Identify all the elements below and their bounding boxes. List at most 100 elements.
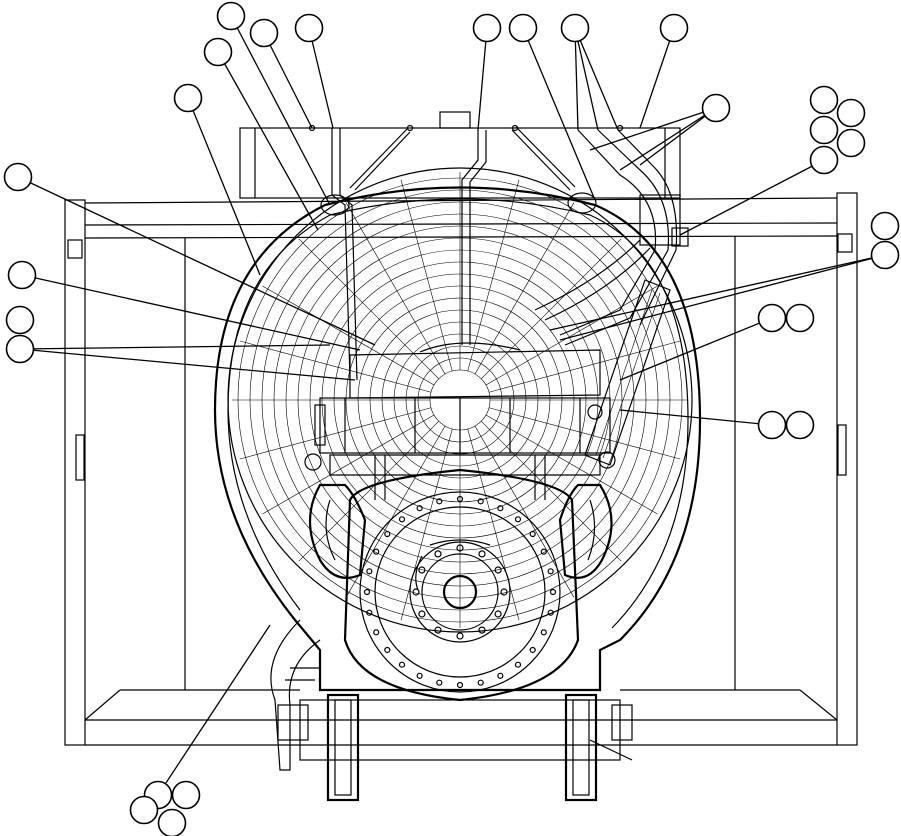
flywheel-bolt — [412, 588, 420, 596]
housing-bolt — [540, 629, 547, 636]
callout-balloon — [870, 240, 900, 270]
callout-balloon — [216, 1, 246, 31]
flywheel-bolt — [434, 626, 442, 634]
callout-balloon — [757, 410, 787, 440]
exhaust-manifold-right — [558, 483, 613, 579]
callout-leader-line — [574, 27, 619, 131]
housing-bolt — [547, 568, 554, 575]
callout-balloon — [157, 808, 187, 836]
callout-balloon — [472, 13, 502, 43]
housing-bolt — [398, 516, 406, 523]
callout-leader-line — [619, 409, 773, 426]
callout-leader-line — [477, 27, 488, 131]
callout-balloons — [3, 1, 900, 836]
callout-balloon — [785, 303, 815, 333]
callout-balloon — [294, 13, 324, 43]
guard-spoke — [298, 238, 439, 379]
callout-leader-line — [230, 15, 331, 206]
guard-spoke — [467, 428, 520, 621]
guard-spoke — [485, 414, 658, 515]
guard-spoke — [481, 421, 622, 562]
guard-spoke — [474, 202, 575, 375]
guard-spoke — [488, 407, 681, 460]
guard-spoke — [400, 179, 453, 372]
guard-spoke — [488, 340, 681, 393]
callout-leader-line — [549, 254, 886, 331]
guard-spoke — [481, 238, 622, 379]
callout-balloon — [836, 128, 866, 158]
callout-leader-line — [308, 27, 334, 129]
guard-spoke — [400, 428, 453, 621]
flywheel-bolt — [418, 610, 426, 618]
callout-leader-line — [589, 107, 717, 151]
callout-leader-line — [157, 624, 271, 796]
callout-balloon — [785, 410, 815, 440]
flywheel-housing — [343, 468, 580, 702]
callout-leader-line — [559, 254, 886, 341]
callout-leader-line — [17, 176, 376, 346]
callout-leader-line — [263, 32, 313, 129]
housing-bolt — [416, 672, 423, 679]
callout-balloon — [836, 98, 866, 128]
guard-spoke — [239, 407, 432, 460]
flywheel-bolt — [494, 610, 502, 618]
callout-balloon — [870, 211, 900, 241]
callout-balloon — [5, 305, 35, 335]
callout-leader-line — [619, 107, 717, 171]
housing-bolt — [540, 548, 547, 555]
fan-guard — [227, 167, 693, 633]
callout-leader-line — [639, 27, 675, 129]
housing-bolt — [547, 609, 554, 616]
housing-bolt — [477, 679, 484, 686]
housing-bolt — [514, 516, 522, 523]
guard-spoke — [467, 179, 520, 372]
callout-leader-line — [679, 159, 825, 236]
housing-bolt — [436, 498, 443, 505]
callout-leader-line — [574, 27, 599, 131]
flywheel-bolt — [418, 566, 426, 574]
callout-balloon — [659, 13, 689, 43]
lower-assembly — [277, 667, 633, 802]
housing-bolt — [549, 588, 557, 596]
flywheel-bolt — [494, 566, 502, 574]
housing-bolt — [363, 588, 371, 596]
callout-leader-line — [187, 97, 261, 276]
housing-bolt — [416, 505, 423, 512]
callout-balloon — [173, 83, 203, 113]
callout-balloon — [508, 13, 538, 43]
housing-bolt — [384, 530, 391, 538]
engine-upper-block — [304, 342, 616, 500]
guard-spoke — [239, 340, 432, 393]
callout-leader-line — [522, 27, 596, 201]
housing-bolt — [497, 505, 504, 512]
callout-balloon — [809, 85, 839, 115]
callout-leader-line — [639, 107, 717, 166]
callout-balloon — [560, 13, 590, 43]
callout-leader-line — [619, 317, 773, 381]
housing-bolt — [398, 661, 406, 668]
housing-bolt — [456, 681, 464, 689]
flywheel-bolt — [456, 544, 464, 552]
callout-balloon — [171, 780, 201, 810]
flywheel-bolt — [456, 632, 464, 640]
housing-bolt — [373, 548, 380, 555]
skid-frame — [64, 192, 858, 746]
flywheel-bolt — [478, 626, 486, 634]
callout-leader-line — [217, 51, 319, 231]
housing-bolt — [497, 672, 504, 679]
coolant-piping — [320, 126, 689, 381]
housing-bolt — [514, 661, 522, 668]
flywheel-bolt — [500, 588, 508, 596]
housing-bolt — [529, 530, 536, 538]
callout-leader-line — [21, 274, 361, 351]
housing-bolt — [529, 646, 536, 654]
callout-balloon — [809, 115, 839, 145]
callout-balloon — [129, 795, 159, 825]
housing-bolt — [456, 495, 464, 503]
guard-spoke — [345, 202, 446, 375]
callout-balloon — [3, 162, 33, 192]
housing-bolt — [373, 629, 380, 636]
callout-leader-line — [574, 27, 579, 131]
